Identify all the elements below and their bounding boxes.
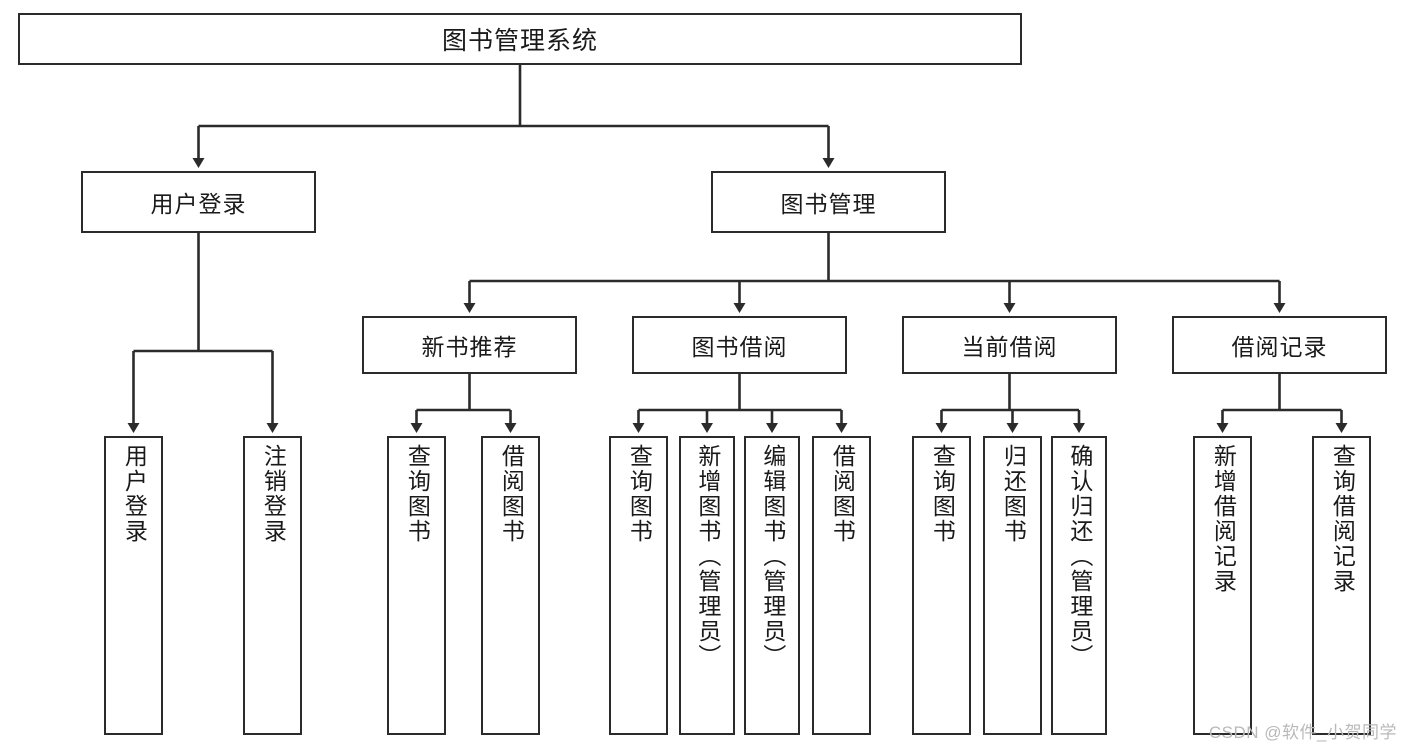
node-leaf-borrow-book-1[interactable]: 借阅图书: [481, 436, 540, 735]
node-leaf-query-book-1[interactable]: 查询图书: [387, 436, 446, 735]
node-label: 查询图书: [404, 444, 431, 544]
connector-trunk: [416, 374, 511, 412]
node-label: 查询借阅记录: [1329, 444, 1356, 594]
node-label: 借阅图书: [829, 444, 856, 544]
connector-trunk: [1222, 374, 1342, 412]
node-bookmgmt[interactable]: 图书管理: [711, 171, 946, 233]
node-login[interactable]: 用户登录: [81, 171, 316, 233]
node-label: 查询图书: [929, 444, 956, 544]
node-current[interactable]: 当前借阅: [902, 316, 1117, 374]
node-leaf-query-book-2[interactable]: 查询图书: [609, 436, 668, 735]
node-label: 新增图书（管理员）: [694, 444, 721, 669]
node-label: 借阅记录: [1231, 334, 1328, 360]
node-leaf-return-book[interactable]: 归还图书: [983, 436, 1042, 735]
connector-trunk: [133, 233, 273, 353]
node-label: 编辑图书（管理员）: [759, 444, 786, 669]
node-leaf-query-book-3[interactable]: 查询图书: [912, 436, 971, 735]
connector-trunk: [941, 374, 1079, 412]
node-leaf-confirm-return[interactable]: 确认归还（管理员）: [1051, 436, 1107, 735]
node-leaf-borrow-book-2[interactable]: 借阅图书: [812, 436, 871, 735]
node-label: 用户登录: [121, 444, 148, 544]
node-borrow[interactable]: 图书借阅: [632, 316, 847, 374]
node-leaf-logout[interactable]: 注销登录: [243, 436, 302, 735]
node-label: 新增借阅记录: [1210, 444, 1237, 594]
node-label: 归还图书: [1000, 444, 1027, 544]
node-label: 注销登录: [260, 444, 287, 544]
node-leaf-edit-book[interactable]: 编辑图书（管理员）: [744, 436, 800, 735]
connector-trunk: [638, 374, 842, 412]
node-newbook[interactable]: 新书推荐: [362, 316, 577, 374]
node-label: 查询图书: [626, 444, 653, 544]
node-records[interactable]: 借阅记录: [1172, 316, 1387, 374]
connector-trunk: [469, 233, 1280, 283]
node-label: 图书借阅: [691, 334, 788, 360]
node-leaf-add-record[interactable]: 新增借阅记录: [1193, 436, 1252, 735]
node-root[interactable]: 图书管理系统: [18, 13, 1022, 65]
node-label: 用户登录: [150, 191, 247, 217]
node-label: 确认归还（管理员）: [1066, 444, 1093, 669]
node-leaf-query-record[interactable]: 查询借阅记录: [1312, 436, 1371, 735]
node-leaf-add-book[interactable]: 新增图书（管理员）: [679, 436, 735, 735]
node-label: 借阅图书: [498, 444, 525, 544]
node-leaf-user-login[interactable]: 用户登录: [104, 436, 163, 735]
node-label: 图书管理系统: [441, 27, 598, 55]
node-label: 当前借阅: [961, 334, 1058, 360]
connector-trunk: [198, 65, 829, 128]
node-label: 图书管理: [780, 191, 877, 217]
node-label: 新书推荐: [421, 334, 518, 360]
